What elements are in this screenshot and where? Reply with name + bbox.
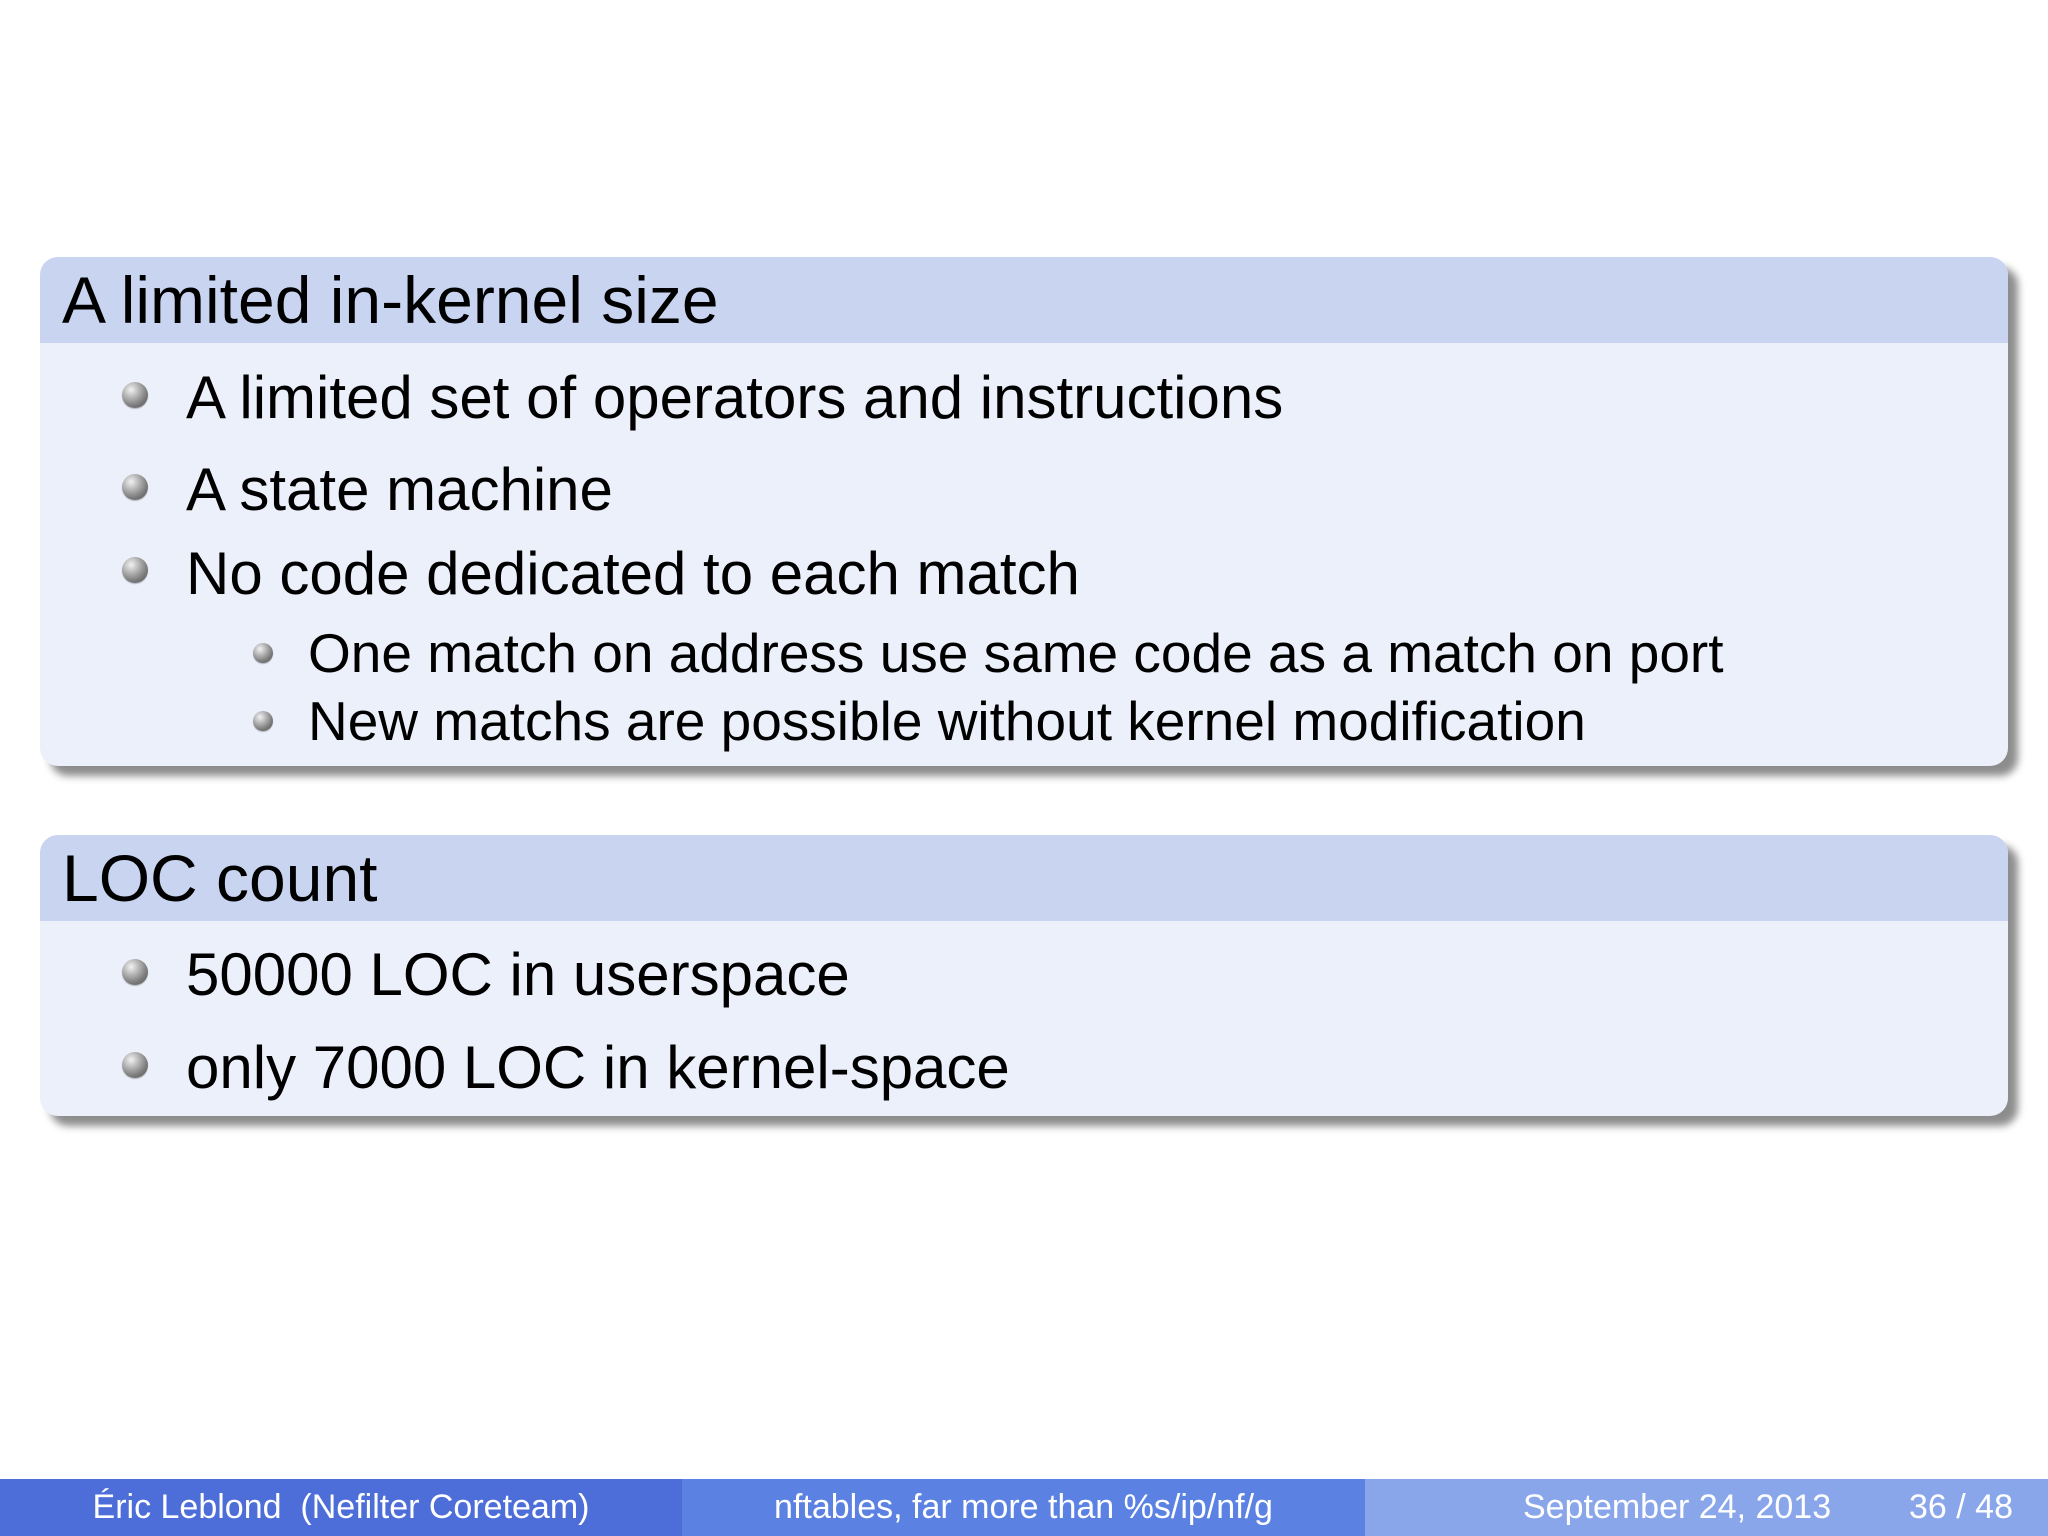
list-item-text: No code dedicated to each match [186, 540, 1080, 607]
footer-date: September 24, 2013 [1523, 1488, 1832, 1526]
sub-list-item-text: One match on address use same code as a … [308, 622, 1724, 684]
bullet-icon [122, 474, 148, 500]
footer-title: nftables, far more than %s/ip/nf/g [682, 1479, 1365, 1536]
page-number: 36 / 48 [1909, 1488, 2013, 1526]
bullet-icon [122, 557, 148, 583]
list-item-text: only 7000 LOC in kernel-space [186, 1034, 1010, 1101]
footer-date-page: September 24, 2013 36 / 48 [1365, 1479, 2048, 1536]
footer-author-text: Éric Leblond (Nefilter Coreteam) [92, 1488, 590, 1526]
block-title: LOC count [40, 835, 2008, 921]
footer-title-text: nftables, far more than %s/ip/nf/g [774, 1488, 1273, 1526]
block-body: 50000 LOC in userspace only 7000 LOC in … [40, 921, 2008, 1116]
block-body: A limited set of operators and instructi… [40, 343, 2008, 766]
list-item-text: A limited set of operators and instructi… [186, 364, 1284, 431]
block-loc-count: LOC count 50000 LOC in userspace only 70… [40, 835, 2008, 1116]
bullet-icon [253, 711, 273, 731]
sub-list-item-text: New matchs are possible without kernel m… [308, 690, 1586, 752]
bullet-icon [122, 959, 148, 985]
block-limited-kernel-size: A limited in-kernel size A limited set o… [40, 257, 2008, 766]
list-item-text: A state machine [186, 456, 613, 523]
list-item-text: 50000 LOC in userspace [186, 941, 850, 1008]
bullet-icon [122, 1052, 148, 1078]
slide-footer: Éric Leblond (Nefilter Coreteam) nftable… [0, 1479, 2048, 1536]
block-title: A limited in-kernel size [40, 257, 2008, 343]
bullet-icon [253, 643, 273, 663]
footer-author: Éric Leblond (Nefilter Coreteam) [0, 1479, 682, 1536]
bullet-icon [122, 382, 148, 408]
